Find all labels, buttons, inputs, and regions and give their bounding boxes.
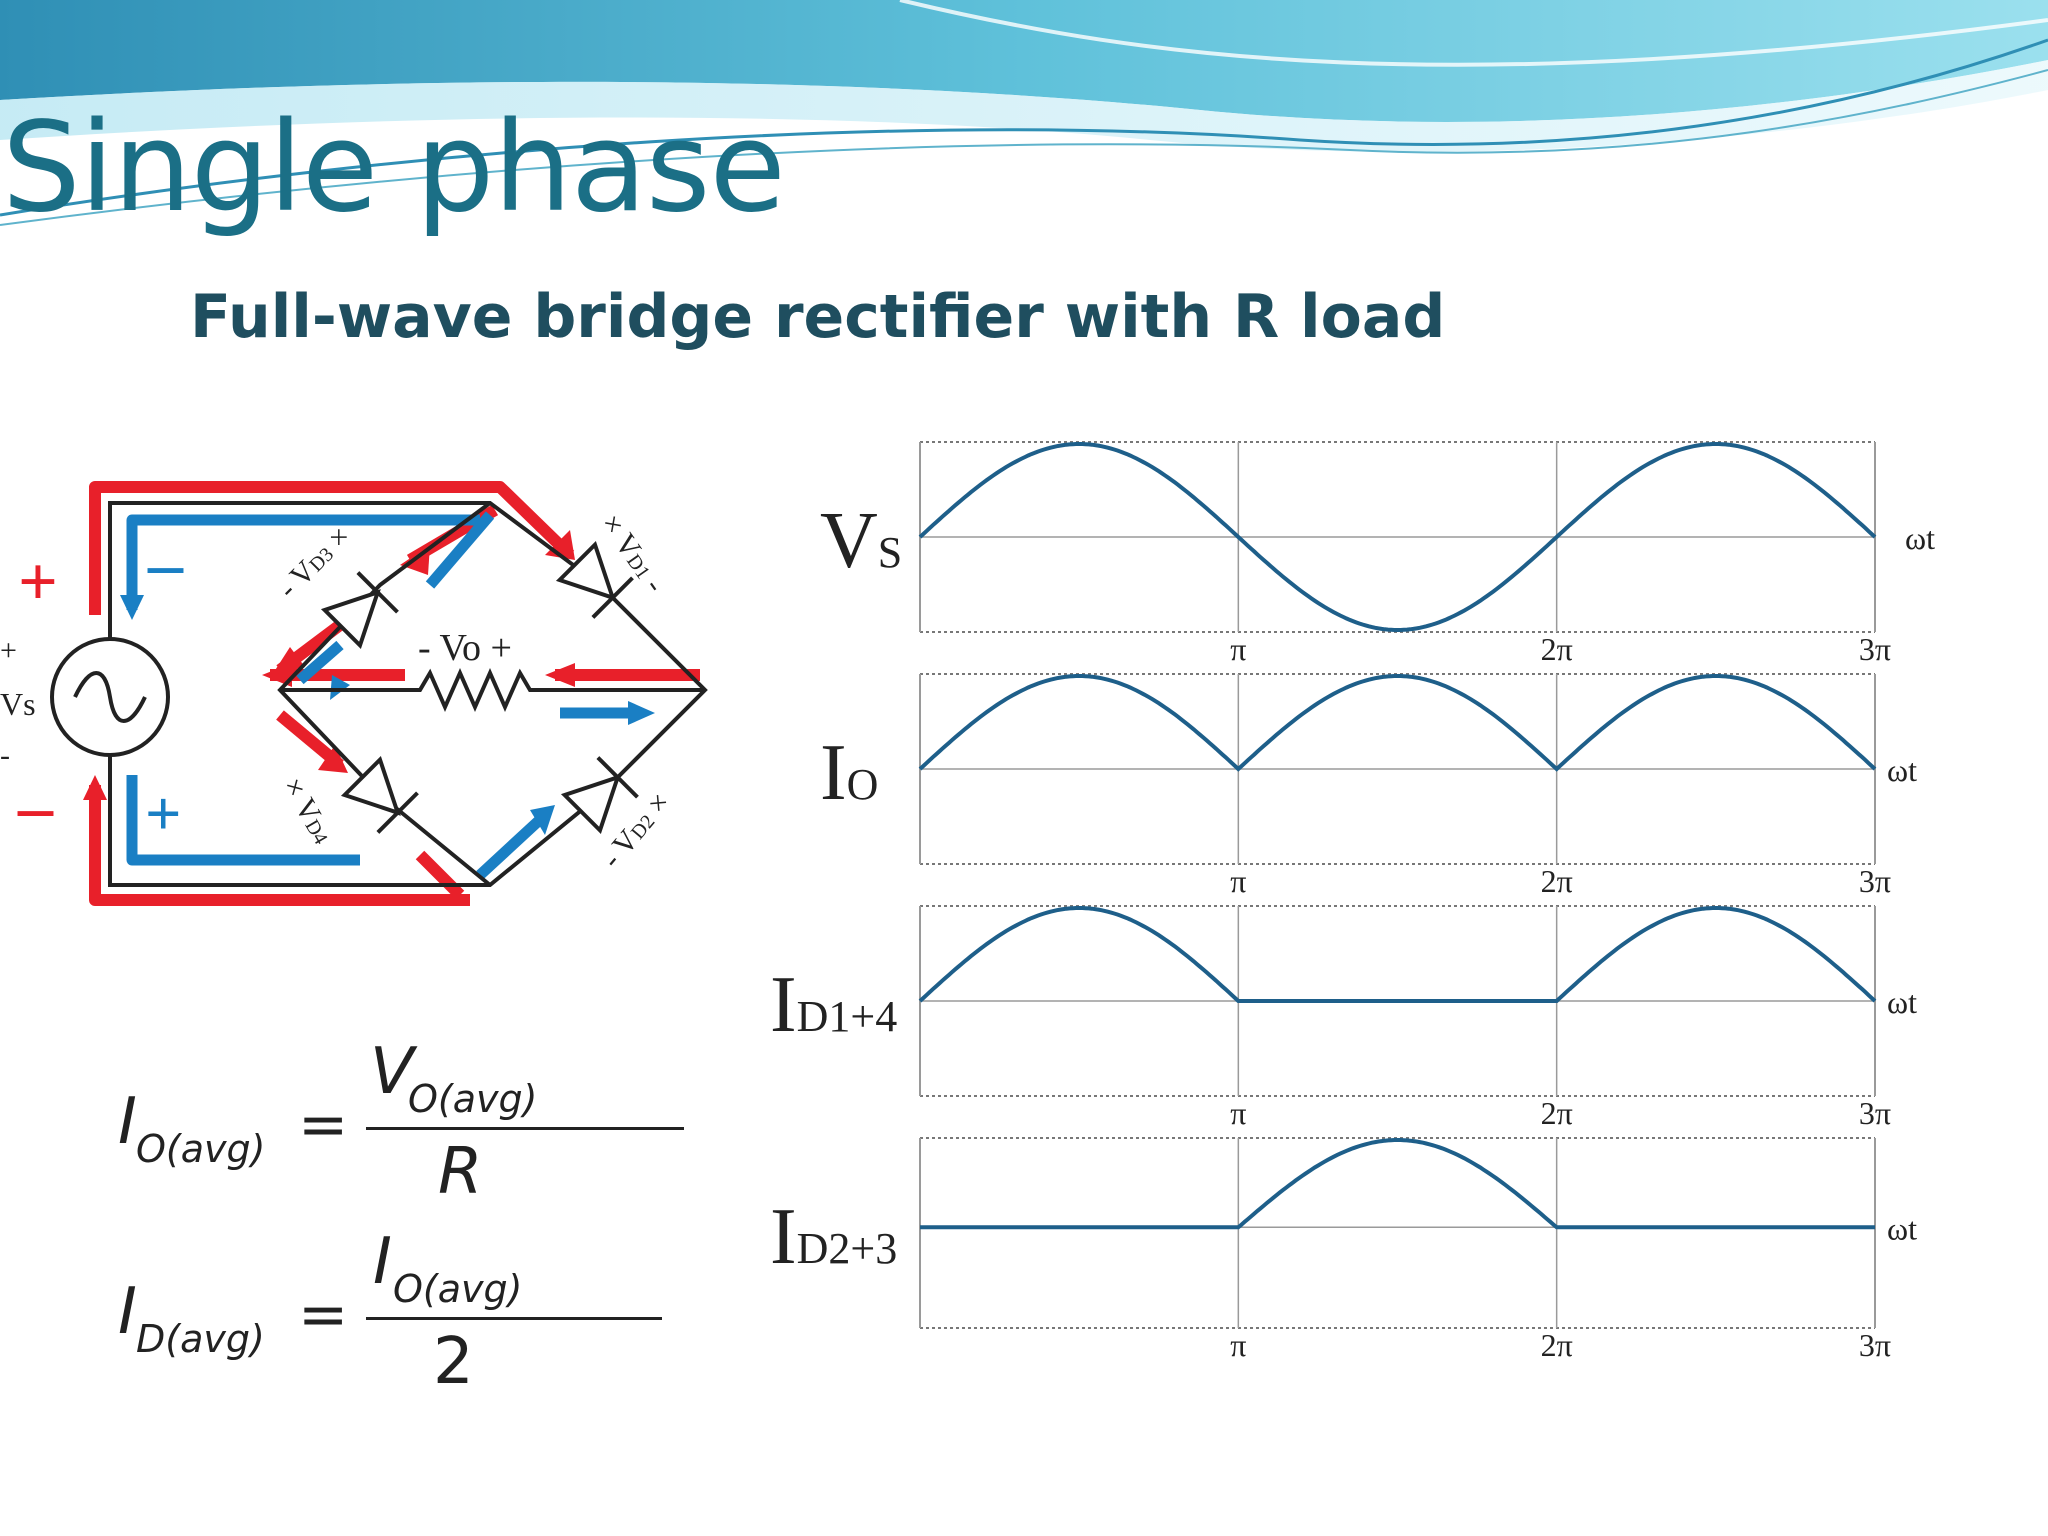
diode-d1-icon [555, 540, 634, 619]
tick-label: 3π [1859, 631, 1891, 667]
io-fraction-bar [366, 1127, 684, 1130]
waveform-panel-1: VS ωt π 2π 3π [820, 441, 1935, 667]
id-num: I [373, 1225, 392, 1299]
waveform-line [918, 906, 1877, 1003]
red-plus-mark: + [18, 544, 58, 621]
load-voltage-label: - Vo + [418, 627, 512, 669]
id-den: 2 [433, 1325, 474, 1399]
blue-plus-mark: + [145, 778, 181, 849]
slide-title: Single phase [2, 96, 786, 240]
io-num-sub: O(avg) [408, 1077, 538, 1121]
omega-t-label: ωt [1905, 520, 1935, 556]
negative-current-arrows [120, 595, 655, 835]
diode-d3-icon [320, 571, 399, 650]
header-swoosh [0, 0, 2048, 226]
omega-t-label: ωt [1887, 984, 1917, 1020]
waveform-panel-4: ID2+3 ωt π 2π 3π [770, 1137, 1917, 1360]
id-num-sub: O(avg) [393, 1267, 523, 1311]
source-plus-label: + [0, 634, 17, 667]
diode-d2-icon [560, 756, 639, 835]
vd3-label: - VD3 × [272, 520, 357, 605]
waveform-line [918, 674, 1877, 772]
tick-label: 2π [1541, 631, 1573, 667]
io-lhs-sub: O(avg) [136, 1127, 266, 1171]
circuit-wires [108, 501, 708, 887]
id-lhs-sub: D(avg) [136, 1317, 265, 1361]
id-lhs: I [118, 1275, 137, 1349]
diode-d4-icon [340, 755, 419, 834]
waveform-panel-3: ID1+4 ωt π 2π 3π [770, 905, 1917, 1131]
io-lhs: I [118, 1085, 137, 1159]
waveform-line [918, 442, 1877, 632]
source-minus-label: - [0, 739, 10, 772]
red-minus-mark: – [17, 769, 54, 846]
omega-t-label: ωt [1887, 1210, 1917, 1246]
id-fraction-bar [366, 1317, 662, 1320]
vd4-label: × VD4 [276, 772, 340, 849]
signal-label: IO [820, 729, 878, 817]
tick-label: 3π [1859, 1095, 1891, 1131]
sine-symbol-icon [73, 671, 147, 723]
equation-id-avg: I D(avg) = I O(avg) 2 [118, 1225, 662, 1400]
tick-label: π [1230, 631, 1246, 667]
tick-label: π [1230, 1327, 1246, 1360]
bridge-rectifier-circuit: + – – + + Vs - - Vo + - VD3 × × VD1 - × … [0, 481, 708, 906]
tick-label: π [1230, 863, 1246, 899]
omega-t-label: ωt [1887, 752, 1917, 788]
tick-label: 2π [1541, 863, 1573, 899]
negative-current-path [126, 511, 640, 880]
tick-label: 2π [1541, 1327, 1573, 1360]
signal-label: ID2+3 [770, 1193, 897, 1281]
blue-minus-mark: – [147, 526, 184, 603]
tick-label: 3π [1859, 863, 1891, 899]
equation-io-avg: I O(avg) = V O(avg) R [118, 1035, 684, 1210]
io-num: V [370, 1035, 414, 1109]
signal-label: VS [820, 497, 902, 585]
tick-label: 3π [1859, 1327, 1891, 1360]
signal-label: ID1+4 [770, 961, 897, 1049]
waveform-line [920, 1138, 1875, 1230]
waveform-panel-2: IO ωt π 2π 3π [820, 673, 1917, 899]
tick-label: π [1230, 1095, 1246, 1131]
tick-label: 2π [1541, 1095, 1573, 1131]
slide-subtitle: Full-wave bridge rectifier with R load [190, 282, 1446, 352]
io-equals: = [298, 1090, 349, 1160]
io-den: R [438, 1135, 483, 1209]
diodes [320, 540, 639, 835]
source-label: Vs [0, 686, 36, 722]
id-equals: = [298, 1280, 349, 1350]
